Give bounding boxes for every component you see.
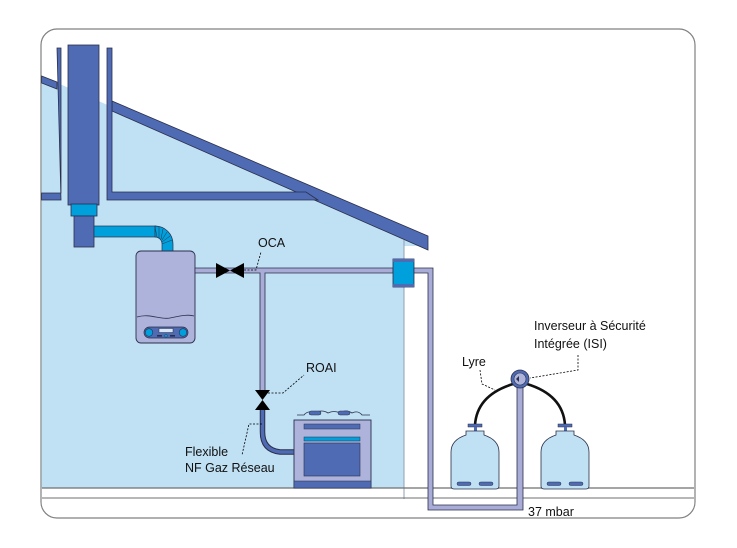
lyre-leader-line: [479, 369, 496, 391]
chimney-flue-lower: [73, 215, 95, 248]
boiler-knob-left: [144, 328, 154, 337]
inverter-label-line2: Intégrée (ISI): [534, 337, 607, 351]
oven: [293, 410, 372, 489]
gas-bottle-right: [540, 423, 590, 490]
house-interior: [41, 76, 428, 488]
boiler: [135, 250, 196, 344]
chimney: [67, 44, 100, 206]
attic-wall-right: [106, 47, 320, 201]
roai-label: ROAI: [306, 361, 337, 375]
oca-leader-line: [244, 251, 262, 271]
pressure-label: 37 mbar: [528, 505, 574, 519]
attic-wall-left: [41, 47, 62, 201]
lyre-right: [526, 382, 567, 426]
lyre-left: [473, 382, 514, 426]
roai-valve: [255, 390, 270, 410]
roof-left-segment: [41, 75, 58, 90]
boiler-knob-right: [178, 328, 188, 337]
inverter-leader-line: [529, 355, 579, 379]
inverter-isi: [510, 369, 530, 389]
chimney-collar: [70, 203, 98, 217]
flue-pipe: [93, 225, 174, 253]
wall-box: [392, 258, 415, 288]
flexible-label-line2: NF Gaz Réseau: [185, 461, 275, 475]
inverter-label-line1: Inverseur à Sécurité: [534, 319, 646, 333]
gas-bottle-left: [450, 423, 500, 490]
oca-label: OCA: [258, 236, 286, 250]
flexible-leader-line: [241, 423, 262, 456]
roai-leader-line: [268, 374, 305, 394]
lyre-label: Lyre: [462, 355, 486, 369]
flexible-label-line1: Flexible: [185, 445, 228, 459]
boiler-display: [158, 328, 174, 333]
oca-valve: [216, 263, 244, 278]
